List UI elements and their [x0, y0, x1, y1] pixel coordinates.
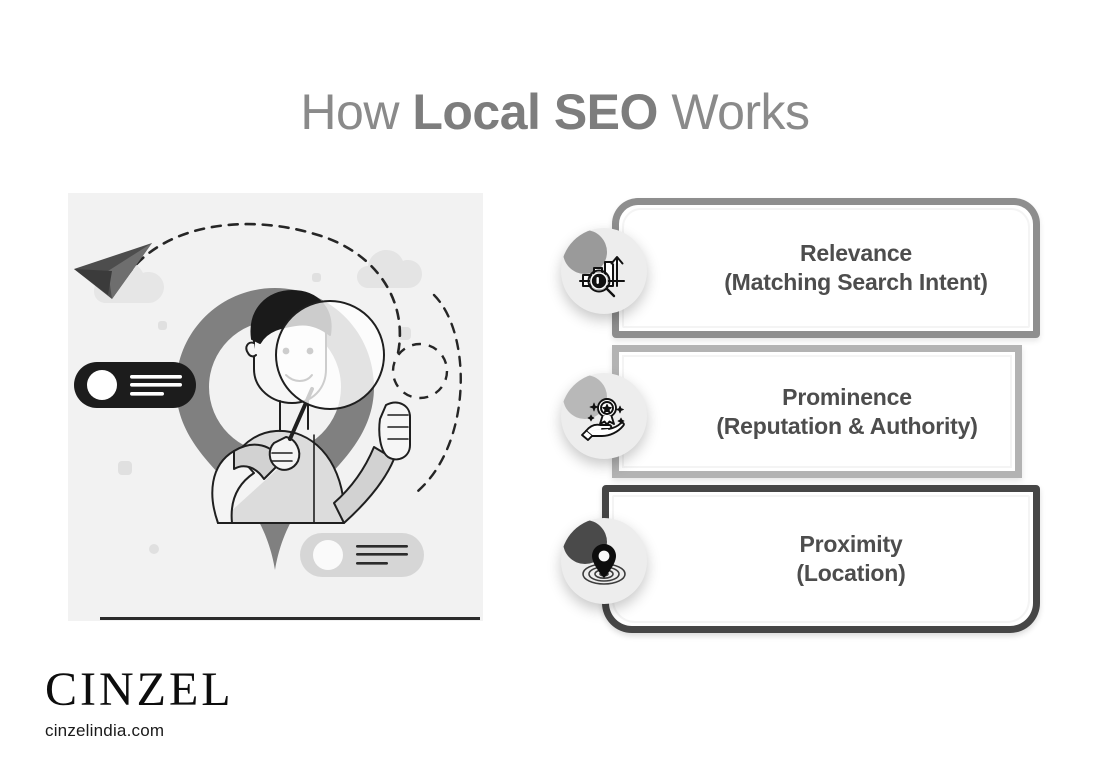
flow-card-relevance-body: Relevance (Matching Search Intent) — [619, 205, 1033, 331]
decor-square — [158, 321, 167, 330]
illustration-panel — [68, 193, 483, 621]
title-trail: Works — [657, 84, 810, 140]
brand-name: CINZEL — [45, 663, 234, 716]
flow-card-relevance-text: Relevance (Matching Search Intent) — [664, 239, 988, 297]
bar-chart-magnifier-icon — [579, 255, 625, 297]
flow-card-prominence-subtitle: (Reputation & Authority) — [716, 412, 978, 439]
decor-square — [398, 327, 411, 340]
flow-card-proximity-body: Proximity (Location) — [609, 492, 1033, 626]
title-lead: How — [300, 84, 413, 140]
flow-card-proximity-title: Proximity — [799, 531, 903, 557]
paper-plane-icon — [74, 243, 152, 299]
flow-badge-relevance[interactable] — [561, 228, 647, 314]
title-emphasis: Local SEO — [412, 84, 658, 140]
location-pin-ripple-icon — [582, 543, 626, 585]
ground-line — [100, 617, 480, 620]
flow-card-relevance-title: Relevance — [800, 240, 912, 266]
flow-card-relevance[interactable]: Relevance (Matching Search Intent) — [612, 198, 1040, 338]
person-figure — [211, 290, 411, 524]
flow-card-prominence-text: Prominence (Reputation & Authority) — [656, 383, 978, 441]
flow-card-proximity[interactable]: Proximity (Location) — [602, 485, 1040, 633]
flow-card-prominence-title: Prominence — [782, 383, 912, 410]
decor-dot — [149, 544, 159, 554]
dashed-path — [124, 222, 402, 355]
dark-pill-badge — [74, 362, 196, 408]
page-title: How Local SEO Works — [0, 80, 1110, 144]
flow-card-prominence-body: Prominence (Reputation & Authority) — [619, 352, 1015, 471]
flow-card-relevance-subtitle: (Matching Search Intent) — [724, 269, 988, 295]
decor-square — [312, 273, 321, 282]
seo-factors-flow: Relevance (Matching Search Intent) Promi… — [540, 190, 1060, 640]
flow-card-proximity-text: Proximity (Location) — [736, 530, 905, 588]
hand-award-medal-icon — [581, 397, 625, 441]
cloud-icon — [357, 250, 422, 288]
dashed-circle — [391, 342, 449, 400]
brand-logo: CINZEL cinzelindia.com — [45, 665, 234, 741]
flow-card-proximity-subtitle: (Location) — [796, 560, 906, 586]
decor-square — [118, 461, 132, 475]
brand-url: cinzelindia.com — [45, 721, 165, 740]
dashed-arc — [416, 293, 462, 493]
flow-badge-proximity[interactable] — [561, 518, 647, 604]
flow-badge-prominence[interactable] — [561, 373, 647, 459]
light-pill-badge — [300, 533, 424, 577]
flow-card-prominence[interactable]: Prominence (Reputation & Authority) — [612, 345, 1022, 478]
